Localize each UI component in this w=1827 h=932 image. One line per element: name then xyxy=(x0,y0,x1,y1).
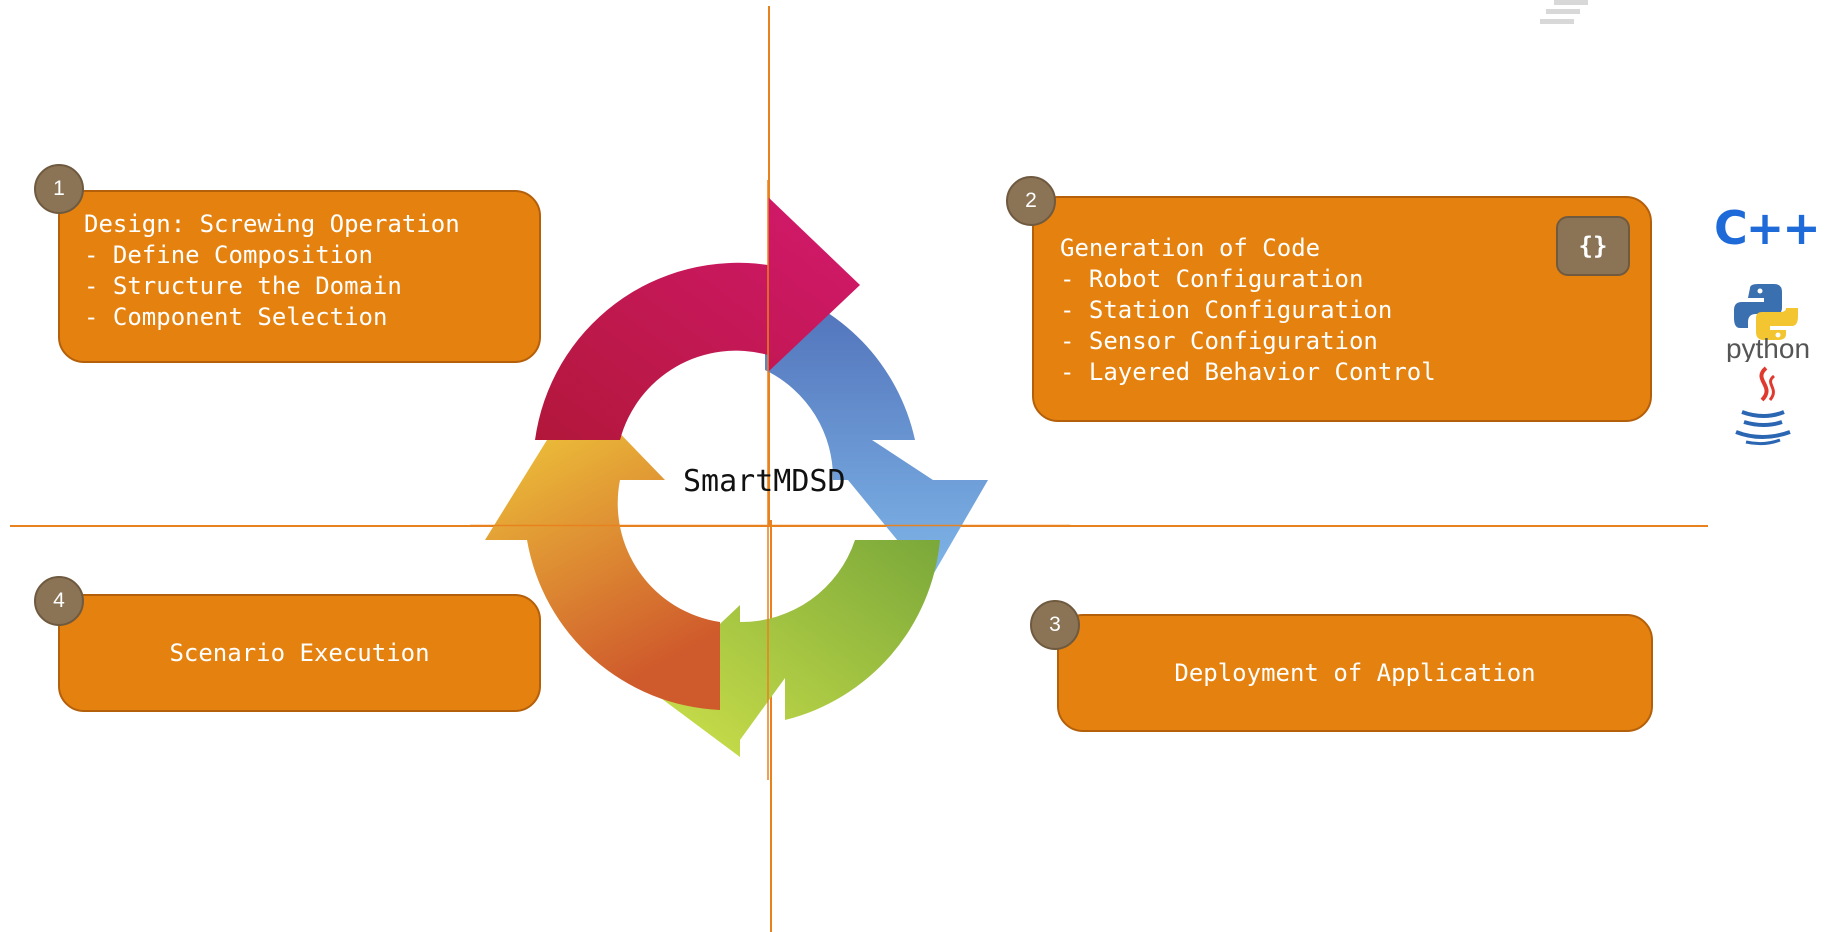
cpp-logo-icon: C++ xyxy=(1714,201,1821,255)
step-1-title: Design: Screwing Operation xyxy=(84,210,460,238)
step-1-item: - Component Selection xyxy=(84,303,388,331)
python-logo-icon: python xyxy=(1720,282,1816,364)
center-label: SmartMDSD xyxy=(683,464,846,499)
stacked-lines-icon xyxy=(1540,0,1588,24)
svg-text:python: python xyxy=(1726,333,1810,362)
step-2-badge: 2 xyxy=(1006,176,1056,226)
code-braces-icon: {} xyxy=(1556,216,1630,276)
step-2-item: - Layered Behavior Control xyxy=(1060,358,1436,386)
step-3-title: Deployment of Application xyxy=(1174,658,1536,687)
step-2-title: Generation of Code xyxy=(1060,234,1321,262)
java-logo-icon xyxy=(1730,366,1796,446)
step-3-badge: 3 xyxy=(1030,600,1080,650)
step-1-box: Design: Screwing Operation - Define Comp… xyxy=(58,190,541,363)
step-1-item: - Define Composition xyxy=(84,241,373,269)
step-2-item: - Sensor Configuration xyxy=(1060,327,1378,355)
step-4-title: Scenario Execution xyxy=(169,638,430,667)
step-3-box: Deployment of Application xyxy=(1057,614,1653,732)
cycle-arrows-graphic xyxy=(470,180,1070,780)
step-2-box: Generation of Code - Robot Configuration… xyxy=(1032,196,1652,422)
step-4-box: Scenario Execution xyxy=(58,594,541,712)
step-2-item: - Robot Configuration xyxy=(1060,265,1364,293)
step-1-badge: 1 xyxy=(34,164,84,214)
step-4-badge: 4 xyxy=(34,576,84,626)
step-2-item: - Station Configuration xyxy=(1060,296,1393,324)
vertical-axis-line-bottom xyxy=(770,520,772,932)
step-1-item: - Structure the Domain xyxy=(84,272,402,300)
